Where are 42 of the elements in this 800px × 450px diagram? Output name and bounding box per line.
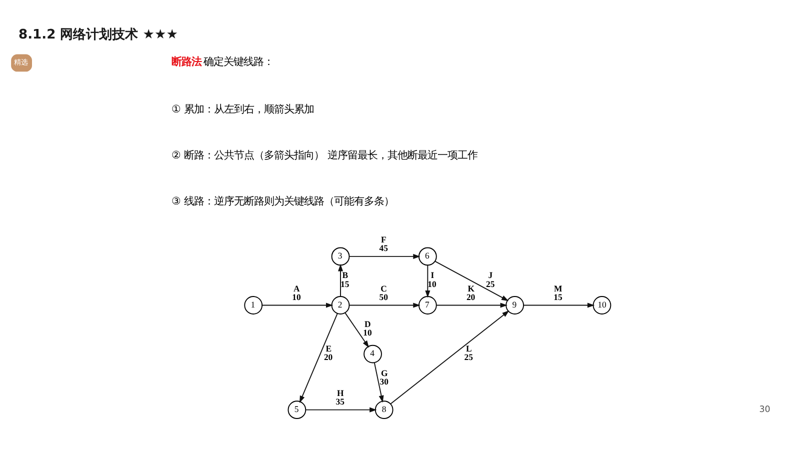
edge-label: I 10 [428, 270, 436, 288]
node-circle: 4 [364, 344, 382, 363]
label: 30 [759, 404, 770, 415]
arrow [344, 312, 370, 348]
node-circle: 7 [418, 296, 437, 314]
edge-label: C 50 [379, 282, 388, 302]
arrow [299, 312, 338, 402]
edge-label: H 35 [336, 387, 344, 406]
label: ③ 线路：逆序无断路则为关键线路（可能有多条） [171, 195, 394, 208]
edge-label: J 25 [486, 270, 495, 288]
node-circle: 10 [592, 296, 612, 314]
diagram-title: 8.1.2 网络计划技术 ★★★ [18, 27, 178, 42]
edge-label: M 15 [554, 282, 562, 302]
node-circle: 8 [374, 400, 394, 419]
arrow [374, 362, 384, 402]
arrow [338, 264, 344, 296]
node-circle: 3 [331, 246, 350, 266]
edge-label: B 15 [340, 270, 350, 288]
node-circle: 5 [288, 400, 306, 419]
arrow [434, 260, 509, 301]
node-circle: 1 [244, 296, 263, 314]
edge-label: D 10 [363, 318, 372, 338]
arrow [349, 302, 420, 308]
arrow [523, 302, 595, 308]
node-circle: 6 [418, 246, 437, 266]
arrow [262, 302, 334, 308]
label: ① 累加：从左到右，顺箭头累加 [171, 102, 314, 115]
label: 断路法确定关键线路： [171, 56, 274, 68]
arrow [425, 264, 430, 298]
arrow [349, 253, 420, 258]
arrow [305, 406, 377, 412]
arrow [390, 310, 510, 404]
edge-label: L 25 [464, 342, 473, 362]
arrow [436, 302, 508, 308]
label: ② 断路：公共节点（多箭头指向） 逆序留最长，其他断最近一项工作 [171, 148, 478, 161]
node-circle: 2 [331, 296, 350, 314]
edge-label: A 10 [292, 282, 301, 302]
edge-label: F 45 [379, 234, 388, 253]
node-circle: 9 [506, 296, 524, 314]
edge-label: G 30 [380, 367, 388, 386]
edge-label: K 20 [466, 282, 476, 302]
edge-label: E 20 [324, 342, 333, 362]
